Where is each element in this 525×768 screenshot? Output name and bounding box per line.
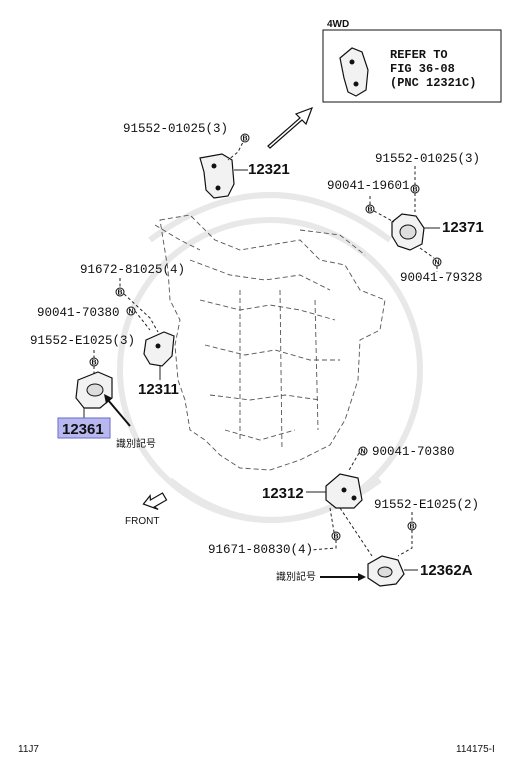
part-label-12361: 12361 — [62, 421, 104, 438]
footer-right-code: 114175-I — [456, 744, 495, 755]
part-label-12371: 12371 — [442, 219, 484, 236]
refer-line-2: FIG 36-08 — [390, 62, 455, 76]
id-mark-label-right: 識別記号 — [276, 570, 316, 583]
engine-outline — [154, 214, 386, 471]
svg-text:B: B — [413, 187, 418, 194]
fastener-label-90041-70380-left: 90041-70380 — [37, 306, 120, 320]
fastener-label-91672-81025: 91672-81025(4) — [80, 263, 185, 277]
drivetrain-label: 4WD — [327, 19, 349, 30]
svg-text:B: B — [118, 290, 123, 297]
mount-12371-part — [391, 213, 425, 251]
svg-text:B: B — [368, 207, 373, 214]
bracket-12312-part — [325, 473, 363, 509]
insulator-12361-part — [75, 371, 113, 409]
bolt-marker: B — [410, 184, 420, 194]
footer-left-code: 11J7 — [18, 744, 39, 755]
front-label: FRONT — [125, 516, 159, 527]
part-label-12312: 12312 — [262, 485, 304, 502]
svg-text:N: N — [361, 449, 366, 456]
svg-text:B: B — [243, 136, 248, 143]
refer-arrow — [267, 106, 314, 149]
bolt-marker: B — [89, 357, 99, 367]
svg-text:N: N — [129, 309, 134, 316]
svg-text:B: B — [334, 534, 339, 541]
id-mark-label-left: 識別記号 — [116, 437, 156, 450]
front-arrow-icon — [142, 492, 168, 510]
bracket-12321-part — [199, 153, 235, 199]
refer-line-1: REFER TO — [390, 48, 448, 62]
id-mark-arrow-left — [107, 399, 131, 427]
part-label-12361-highlight — [57, 417, 111, 439]
part-label-12311: 12311 — [138, 381, 179, 398]
bolt-marker: B — [365, 204, 375, 214]
bolt-marker: B — [407, 521, 417, 531]
bolt-marker: B — [115, 287, 125, 297]
nut-marker: N — [358, 446, 368, 456]
fastener-label-90041-79328: 90041-79328 — [400, 271, 483, 285]
fastener-label-91552-01025-right: 91552-01025(3) — [375, 152, 480, 166]
insulator-12362a-part — [367, 555, 405, 587]
fastener-label-91671-80830: 91671-80830(4) — [208, 543, 313, 557]
nut-marker: N — [126, 306, 136, 316]
svg-text:B: B — [410, 524, 415, 531]
fastener-label-91552-01025-top: 91552-01025(3) — [123, 122, 228, 136]
refer-bracket-icon — [339, 47, 369, 97]
part-label-12321: 12321 — [248, 161, 290, 178]
part-label-12362a: 12362A — [420, 562, 473, 579]
nut-marker: N — [432, 257, 442, 267]
fastener-label-90041-19601: 90041-19601 — [327, 179, 410, 193]
fastener-label-90041-70380-right: 90041-70380 — [372, 445, 455, 459]
svg-text:N: N — [435, 260, 440, 267]
refer-line-3: (PNC 12321C) — [390, 76, 476, 90]
svg-text:B: B — [92, 360, 97, 367]
bracket-12311-part — [143, 331, 175, 367]
bolt-marker: B — [331, 531, 341, 541]
bolt-marker: B — [240, 133, 250, 143]
fastener-label-91552-e1025-right: 91552-E1025(2) — [374, 498, 479, 512]
fastener-label-91552-e1025-left: 91552-E1025(3) — [30, 334, 135, 348]
